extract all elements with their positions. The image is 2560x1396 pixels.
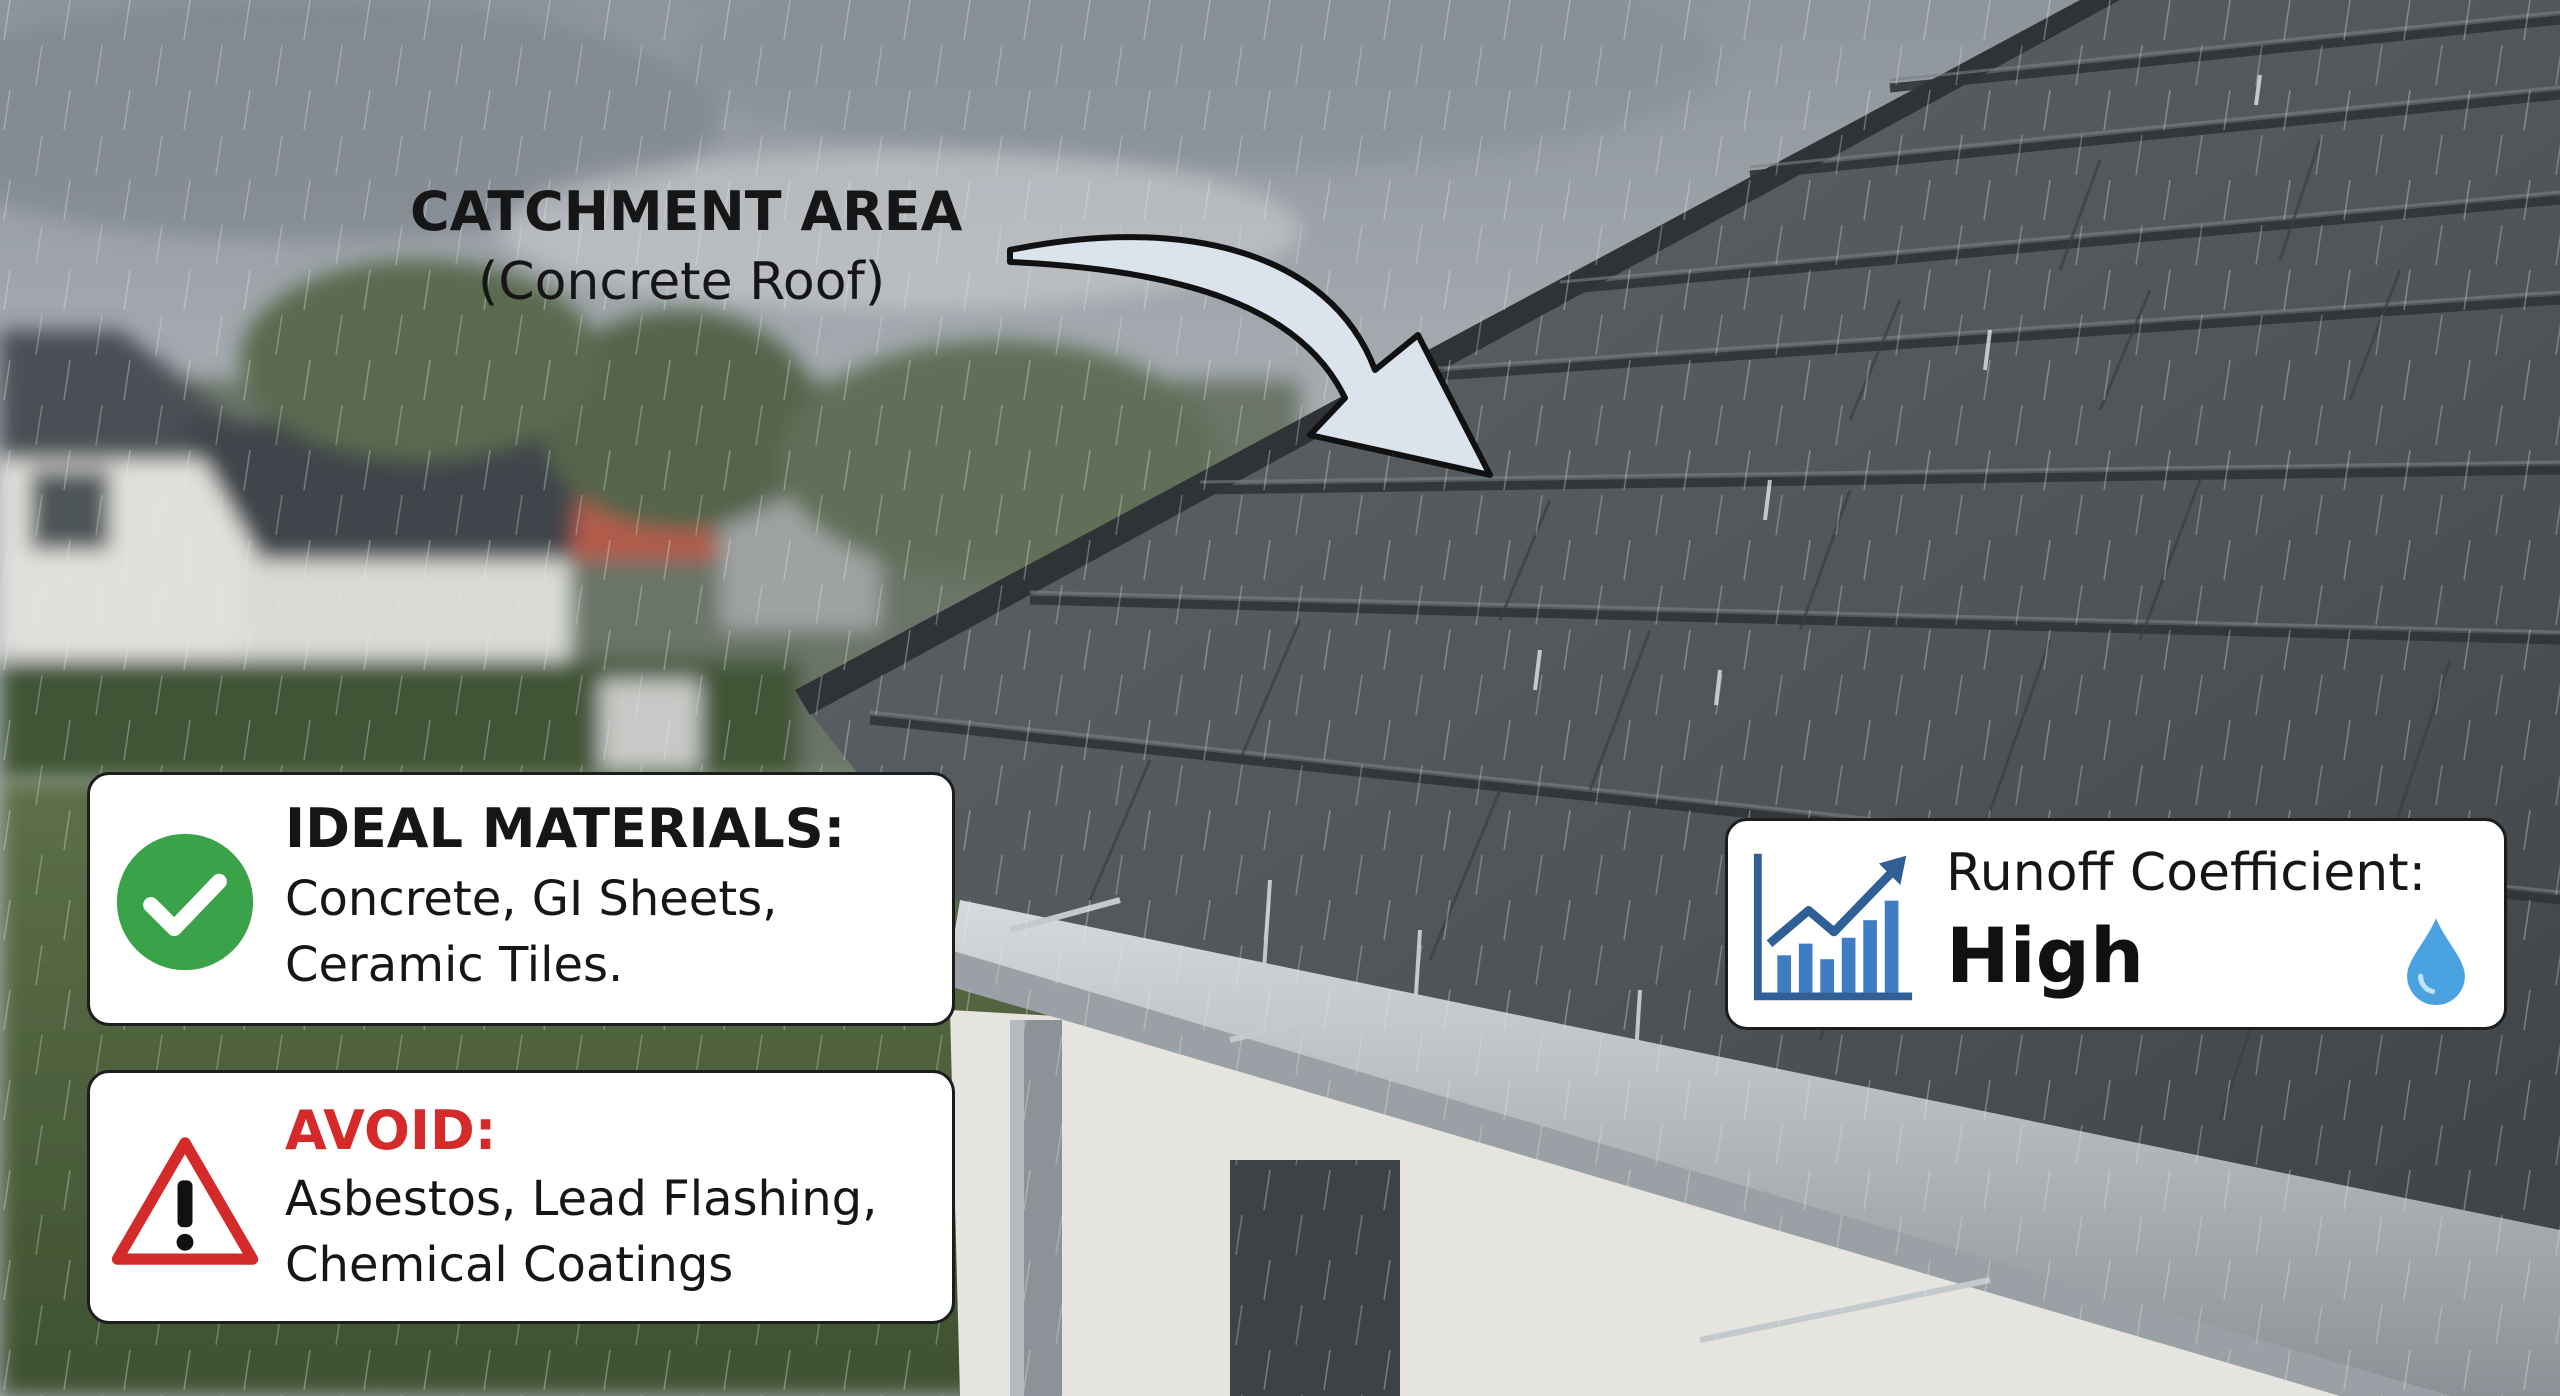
- catchment-subtitle: (Concrete Roof): [478, 252, 886, 312]
- water-drop-icon: [2407, 918, 2465, 1006]
- avoid-line-2: Chemical Coatings: [285, 1237, 734, 1293]
- runoff-value: High: [1946, 911, 2145, 1000]
- runoff-card: Runoff Coefficient: High: [1725, 818, 2507, 1030]
- avoid-heading: AVOID:: [285, 1099, 497, 1162]
- runoff-label: Runoff Coefficient:: [1946, 843, 2427, 903]
- ideal-line-2: Ceramic Tiles.: [285, 937, 624, 993]
- catchment-title: CATCHMENT AREA: [410, 180, 963, 243]
- ideal-materials-card: IDEAL MATERIALS: Concrete, GI Sheets, Ce…: [87, 772, 955, 1026]
- ideal-line-1: Concrete, GI Sheets,: [285, 871, 778, 927]
- check-circle-icon: [116, 833, 254, 971]
- rising-chart-icon: [1753, 853, 1913, 1001]
- avoid-card: AVOID: Asbestos, Lead Flashing, Chemical…: [87, 1070, 955, 1324]
- ideal-heading: IDEAL MATERIALS:: [285, 797, 846, 860]
- warning-triangle-icon: [111, 1137, 259, 1265]
- avoid-line-1: Asbestos, Lead Flashing,: [285, 1171, 878, 1227]
